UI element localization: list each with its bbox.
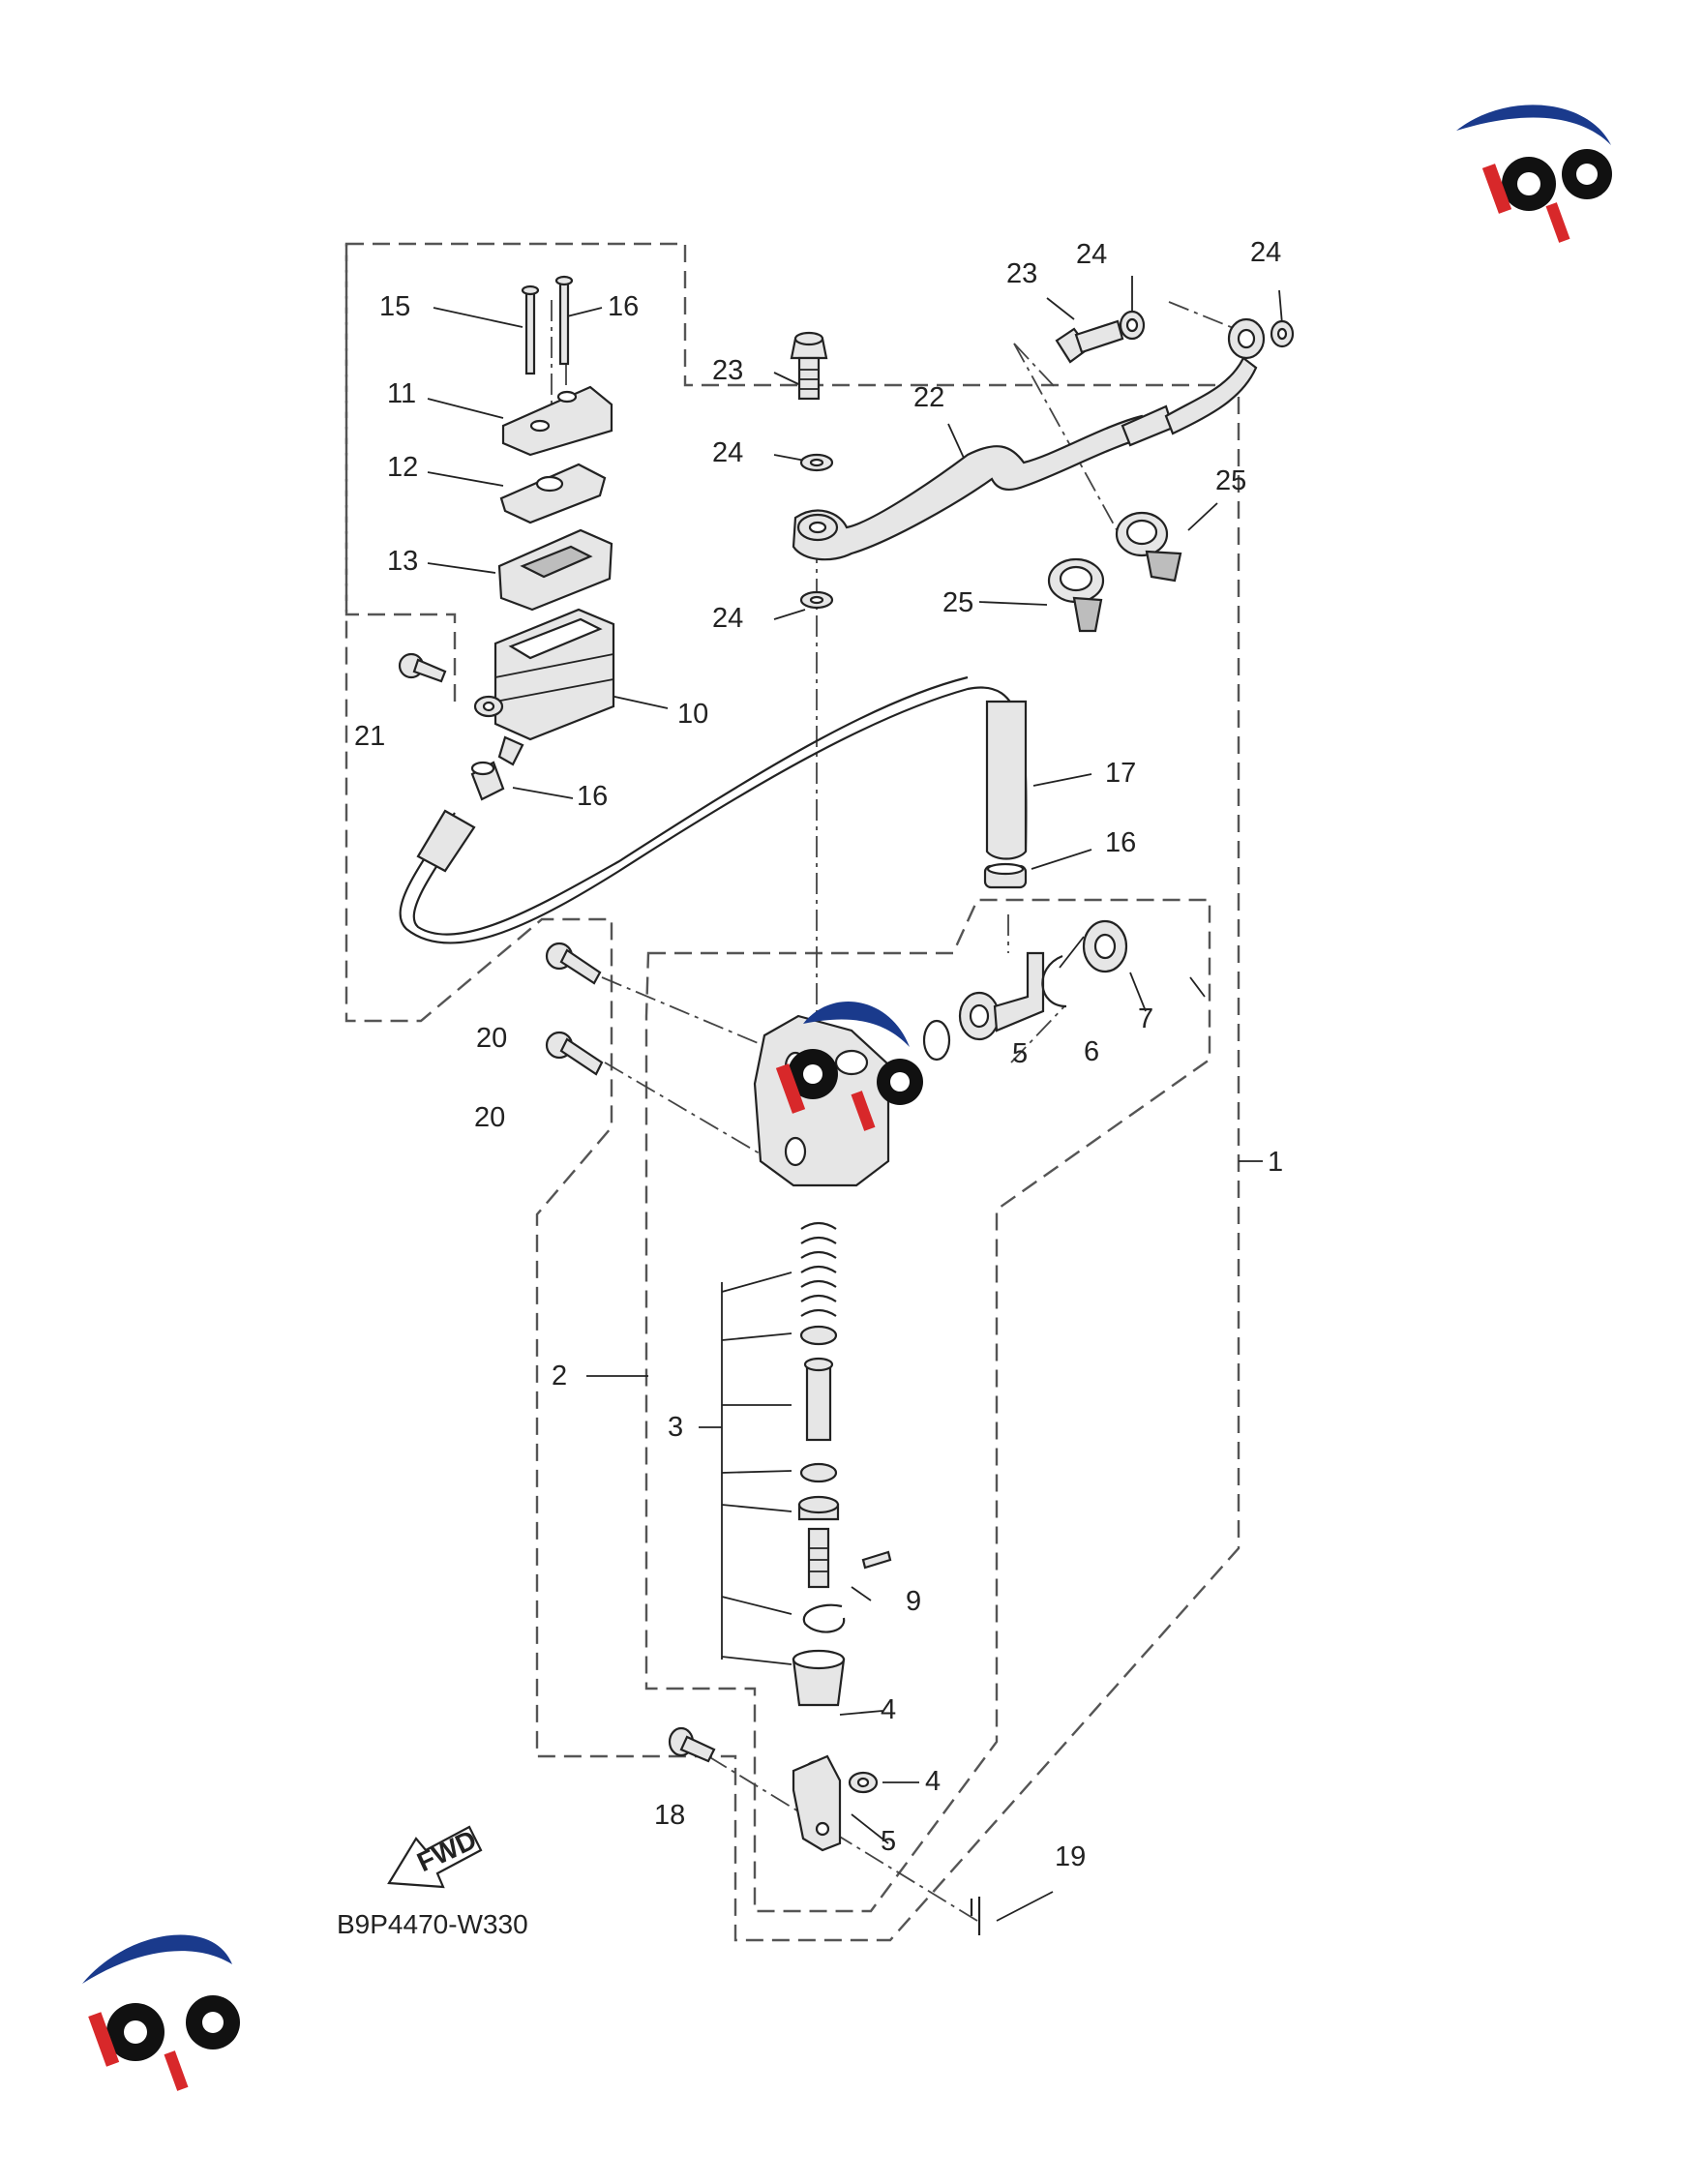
callout-4-upper: 4 — [881, 1694, 896, 1725]
screw-part-20 — [545, 942, 604, 1076]
brake-hose-part-22 — [792, 317, 1266, 561]
callout-25-left: 25 — [942, 587, 973, 618]
callout-20-lower: 20 — [474, 1102, 505, 1133]
callout-1: 1 — [1268, 1147, 1283, 1178]
callout-9: 7 — [1138, 1003, 1153, 1034]
assembly-lines — [551, 290, 1241, 1922]
watermark-logo-top-right — [1456, 105, 1612, 243]
union-parts-6-7-8-9 — [922, 919, 1128, 1062]
callout-3: 3 — [668, 1412, 683, 1443]
piston-assembly-part-3 — [792, 1221, 892, 1782]
callout-24-d: 24 — [1250, 237, 1281, 268]
diaphragm-part-14 — [497, 528, 613, 612]
hose-clamp-part-16-left — [470, 761, 505, 801]
master-cylinder-body — [753, 1014, 890, 1187]
callout-13: 12 — [387, 452, 418, 483]
drawing-code: B9P4470-W330 — [337, 1909, 528, 1939]
diaphragm-plate-part-13 — [499, 463, 607, 524]
watermark-logo-bottom-left — [82, 1934, 240, 2091]
callout-2: 2 — [552, 1361, 567, 1391]
callout-24-a: 24 — [712, 437, 743, 468]
group-outlines — [344, 242, 1241, 1942]
group-outline-reservoir — [344, 242, 1241, 1942]
callout-labels: 15 16 11 12 13 10 21 16 17 16 23 24 24 2… — [337, 237, 1283, 1939]
banjo-bolt-part-23-right — [1055, 319, 1124, 364]
callout-17: 17 — [1105, 758, 1136, 789]
callout-23-right: 23 — [1006, 258, 1037, 289]
pushrod-parts-4-5-18-19 — [668, 1726, 981, 1935]
callout-25-right: 25 — [1215, 465, 1246, 496]
callout-22: 22 — [913, 382, 944, 413]
reservoir-part-11 — [473, 608, 615, 766]
hose-guide-part-25 — [1047, 511, 1182, 633]
callout-16-right: 16 — [1105, 827, 1136, 858]
reservoir-hose-part-17 — [399, 675, 1028, 944]
callout-20-upper: 20 — [476, 1023, 507, 1054]
leader-lines — [427, 276, 1283, 1922]
callout-5: 5 — [881, 1826, 896, 1857]
washer-part-24 — [799, 310, 1295, 610]
group-outline-master-cylinder — [644, 898, 1211, 1913]
callout-16-left: 16 — [577, 781, 608, 812]
callout-4-lower: 4 — [925, 1766, 941, 1797]
callout-7: 6 — [1084, 1036, 1099, 1067]
watermark-logo-center — [775, 1002, 923, 1131]
callout-18: 18 — [654, 1800, 685, 1831]
callout-23-left: 23 — [712, 355, 743, 386]
banjo-bolt-part-23-left — [790, 331, 828, 401]
callout-14: 13 — [387, 546, 418, 577]
callout-10: 9 — [906, 1586, 921, 1617]
callout-24-b: 24 — [712, 603, 743, 634]
callout-15-left: 15 — [379, 291, 410, 322]
callout-19: 19 — [1055, 1841, 1086, 1872]
callout-15-right: 16 — [608, 291, 639, 322]
group-outline-reservoir-inner — [344, 244, 457, 702]
callout-12: 11 — [387, 378, 416, 409]
reservoir-cap-part-12 — [501, 385, 613, 457]
callout-11: 10 — [677, 699, 708, 730]
hose-clamp-part-16-right — [983, 862, 1028, 889]
callout-6: 5 — [1012, 1038, 1028, 1069]
callout-21: 21 — [354, 721, 385, 752]
screw-part-15 — [521, 275, 574, 375]
callout-24-c: 24 — [1076, 239, 1107, 270]
bolt-part-21 — [398, 652, 447, 683]
fwd-arrow-icon — [387, 1825, 483, 1889]
